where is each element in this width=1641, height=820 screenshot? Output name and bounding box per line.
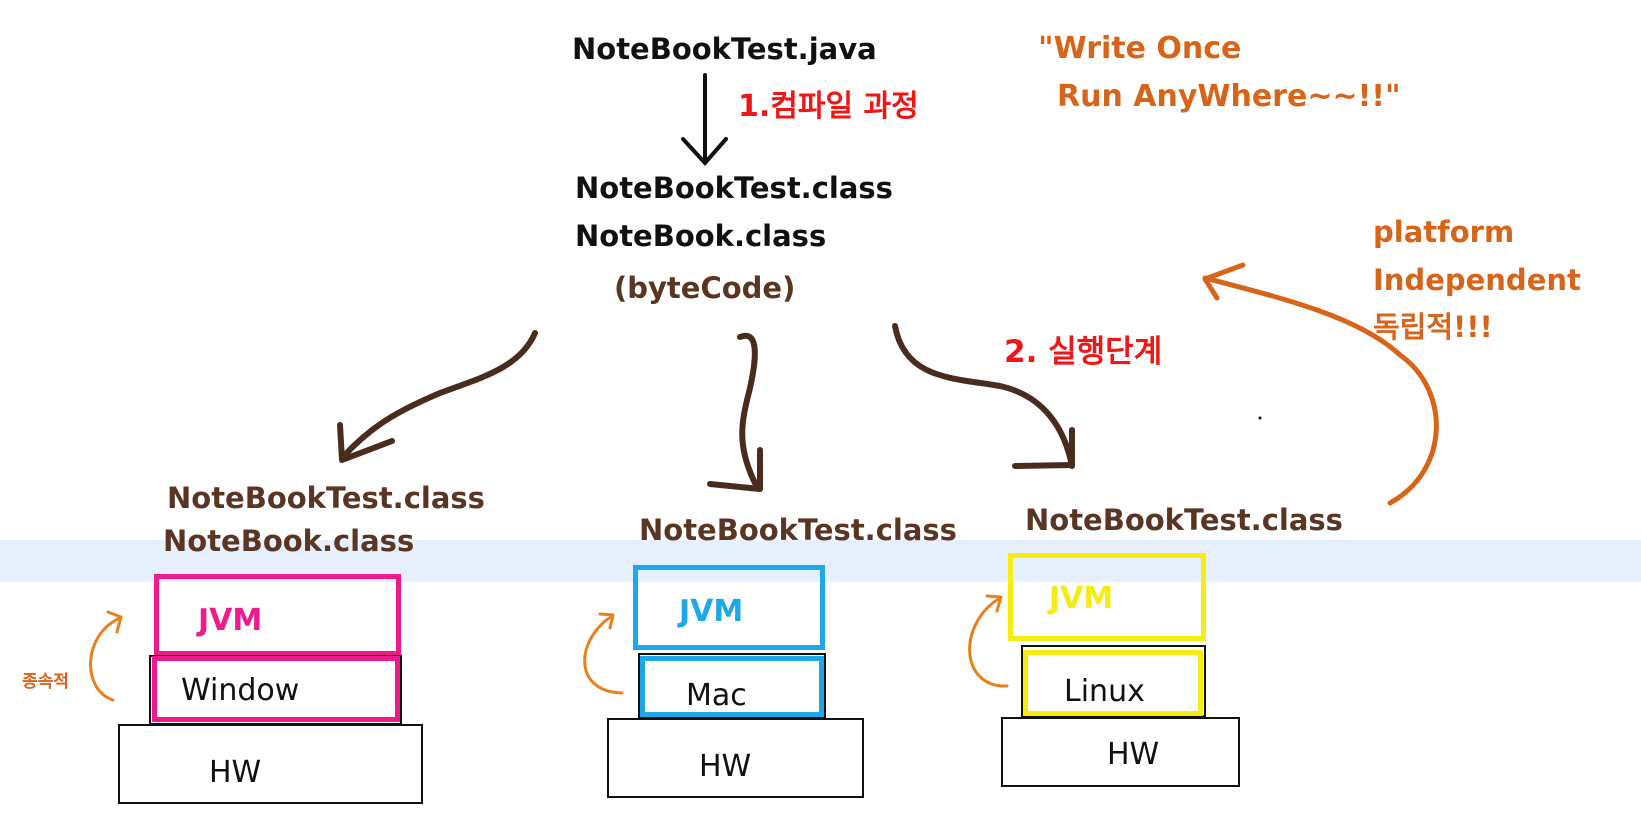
jvm-label: JVM (1049, 581, 1114, 616)
hw-label: HW (209, 755, 262, 790)
hw-box (1001, 717, 1240, 787)
dependency-arrow (968, 594, 1009, 688)
class-file-label: NoteBook.class (575, 219, 827, 253)
class-file-label: NoteBookTest.class (167, 481, 485, 515)
middle-arrow (707, 332, 763, 492)
jvm-box (633, 565, 825, 650)
os-box (1023, 650, 1203, 716)
platform-note-line: Independent (1373, 263, 1581, 297)
stray-dot (1258, 416, 1262, 420)
jvm-box (1008, 553, 1206, 641)
jvm-box (154, 574, 401, 656)
slogan-line: Run AnyWhere~~!!" (1057, 79, 1401, 114)
hw-box (118, 724, 423, 804)
platform-arrow (1202, 262, 1439, 506)
class-file-label: NoteBookTest.class (639, 513, 957, 547)
left-arrow (337, 330, 538, 463)
compile-step-label: 1.컴파일 과정 (738, 89, 919, 124)
os-label: Linux (1064, 674, 1145, 709)
class-file-label: NoteBookTest.class (1025, 503, 1343, 537)
hw-label: HW (699, 749, 752, 784)
compile-arrow (681, 73, 728, 166)
platform-note-line: 독립적!!! (1373, 310, 1493, 344)
os-label: Window (181, 673, 300, 708)
source-file-label: NoteBookTest.java (572, 32, 877, 66)
os-box (152, 656, 400, 722)
hw-box (607, 718, 864, 798)
dependency-note: 종속적 (22, 672, 69, 692)
class-file-label: NoteBookTest.class (575, 171, 893, 205)
platform-note-line: platform (1373, 215, 1515, 249)
jvm-label: JVM (679, 594, 744, 629)
slogan-line: "Write Once (1038, 31, 1242, 66)
right-arrow (892, 323, 1075, 469)
jvm-label: JVM (198, 603, 263, 638)
dependency-arrow (89, 610, 123, 702)
hw-label: HW (1107, 737, 1160, 772)
os-label: Mac (686, 678, 747, 713)
bytecode-label: (byteCode) (614, 271, 796, 305)
class-file-label: NoteBook.class (163, 524, 415, 558)
os-box (640, 656, 824, 717)
run-step-label: 2. 실행단계 (1004, 334, 1163, 370)
dependency-arrow (583, 612, 624, 695)
os-outline (1021, 645, 1206, 717)
